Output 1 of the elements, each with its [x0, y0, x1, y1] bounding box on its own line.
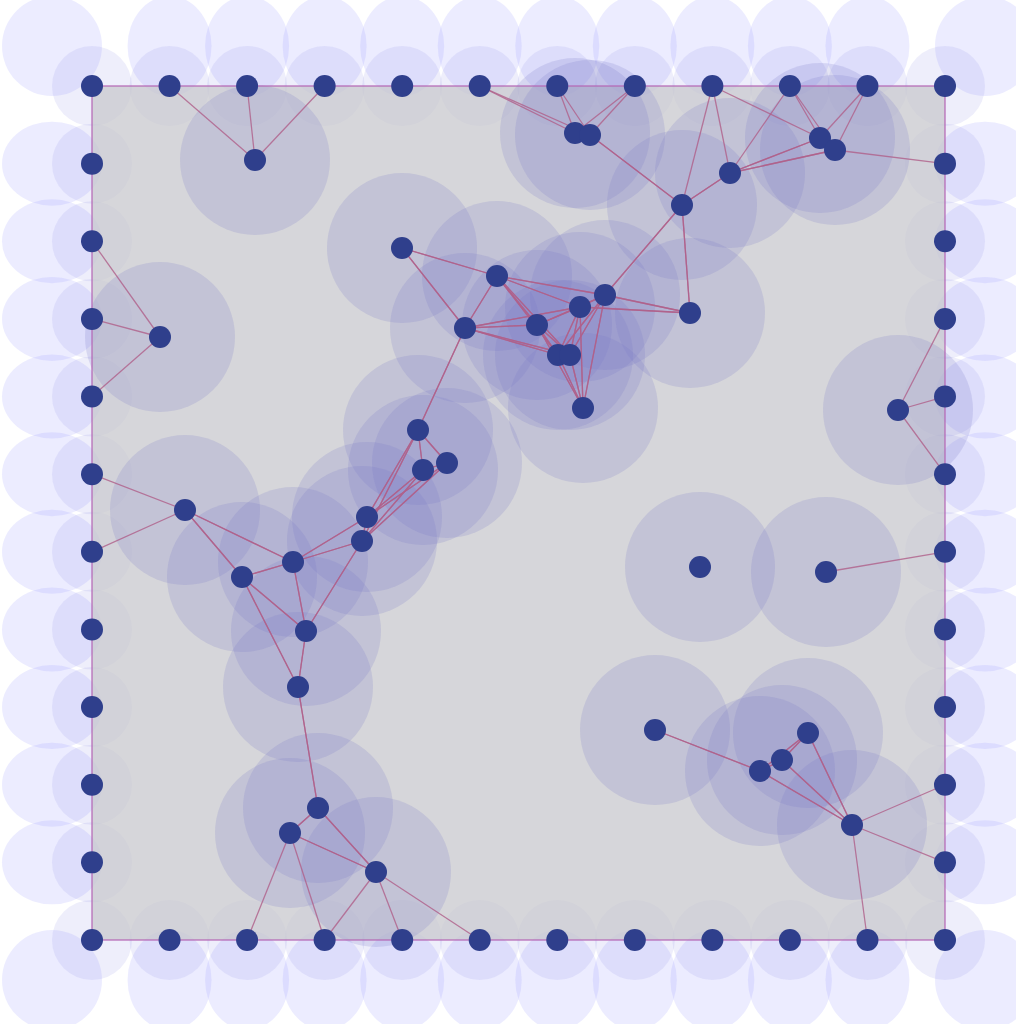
point-mesh-drawing [0, 0, 1016, 1024]
